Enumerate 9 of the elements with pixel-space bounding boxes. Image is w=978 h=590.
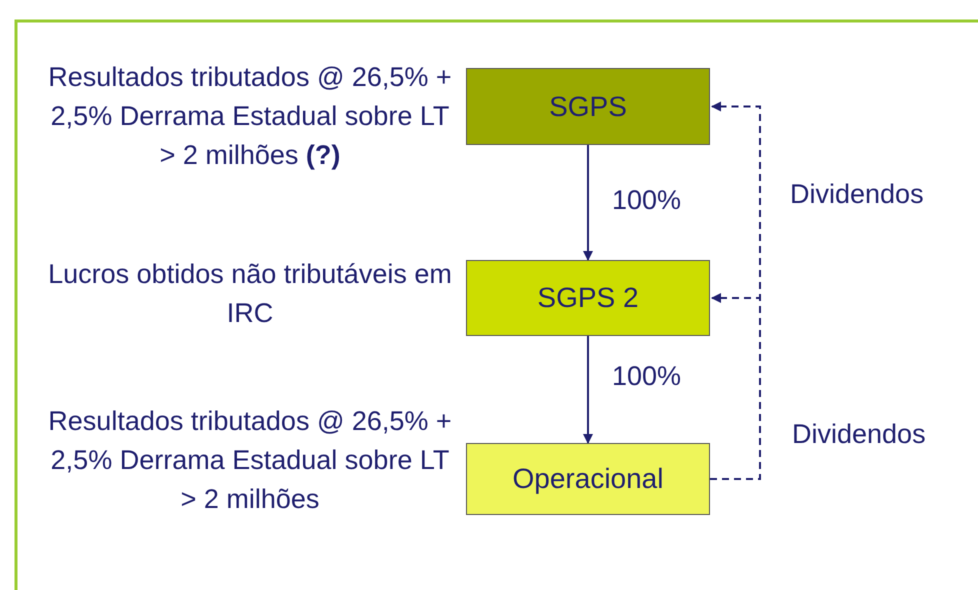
arrow [583,336,593,444]
tax-note: Resultados tributados @ 26,5% + 2,5% Derrama Estadual sobre LT > 2 milhões [47,405,453,516]
tax-note: Resultados tributados @ 26,5% + 2,5% Derrama Estadual sobre LT > 2 milhões (?) [47,61,453,172]
tax-note: Lucros obtidos não tributáveis em IRC [47,258,453,330]
entity-box: Operacional [466,443,710,515]
arrow [583,145,593,261]
entity-box: SGPS 2 [466,260,710,336]
entity-box: SGPS [466,68,710,145]
dashed-arrow [710,102,761,480]
